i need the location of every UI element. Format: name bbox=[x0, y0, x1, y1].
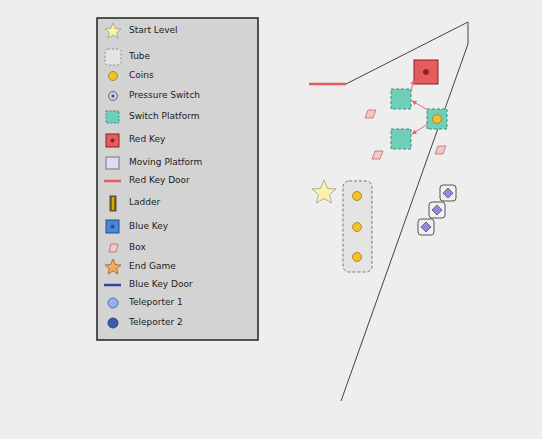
switch-platforms bbox=[391, 89, 447, 149]
red-key-door bbox=[309, 83, 346, 86]
start-star bbox=[312, 180, 336, 203]
legend-text: Start Level bbox=[129, 25, 178, 36]
level-walls bbox=[341, 22, 468, 401]
legend-text: Teleporter 2 bbox=[129, 317, 183, 328]
legend-text: Pressure Switch bbox=[129, 90, 200, 101]
legend-text: Box bbox=[129, 242, 146, 253]
legend-icons bbox=[104, 23, 121, 328]
tube bbox=[343, 181, 372, 272]
legend-text: Red Key bbox=[129, 134, 165, 145]
red-key bbox=[414, 60, 438, 84]
legend-text: Switch Platform bbox=[129, 111, 200, 122]
legend-text: Coins bbox=[129, 70, 154, 81]
legend-text: Tube bbox=[129, 51, 150, 62]
legend-text: Moving Platform bbox=[129, 157, 202, 168]
coins bbox=[353, 192, 362, 262]
moving-platforms bbox=[418, 185, 456, 235]
legend-text: Ladder bbox=[129, 197, 160, 208]
legend-text: Blue Key Door bbox=[129, 279, 193, 290]
legend-text: Red Key Door bbox=[129, 175, 190, 186]
legend-panel bbox=[97, 18, 258, 340]
legend-text: Blue Key bbox=[129, 221, 168, 232]
legend-text: Teleporter 1 bbox=[129, 297, 183, 308]
boxes bbox=[365, 110, 446, 159]
legend-text: End Game bbox=[129, 261, 176, 272]
platform-links bbox=[411, 80, 428, 134]
